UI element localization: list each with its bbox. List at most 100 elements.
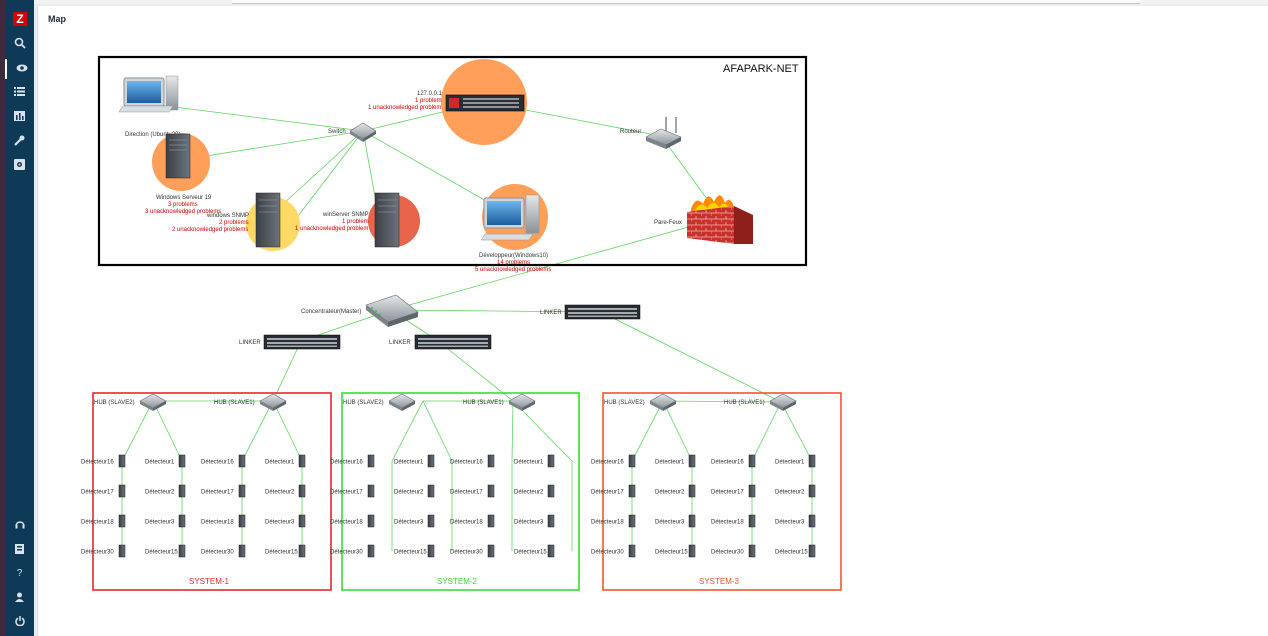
linker-host-right[interactable] — [564, 304, 641, 320]
power-icon[interactable] — [5, 612, 34, 632]
detector-node[interactable] — [628, 454, 636, 468]
detector-node[interactable] — [118, 484, 126, 498]
detector-label: Détecteur16 — [330, 460, 363, 466]
detector-node[interactable] — [688, 454, 696, 468]
detector-node[interactable] — [238, 544, 246, 558]
system-3-hub2-hub[interactable] — [649, 393, 677, 411]
detector-node[interactable] — [547, 514, 555, 528]
detector-node[interactable] — [178, 454, 186, 468]
detector-node[interactable] — [427, 544, 435, 558]
detector-node[interactable] — [298, 544, 306, 558]
detector-label: Détecteur2 — [265, 490, 295, 496]
detector-node[interactable] — [487, 514, 495, 528]
detector-node[interactable] — [427, 484, 435, 498]
detector-node[interactable] — [238, 454, 246, 468]
winserv-unack: 3 unacknowledged problems — [145, 209, 221, 215]
detector-node[interactable] — [628, 484, 636, 498]
system-2-hub2-hub[interactable] — [388, 393, 416, 411]
detector-node[interactable] — [118, 544, 126, 558]
detector-node[interactable] — [427, 454, 435, 468]
detector-label: Détecteur18 — [450, 520, 483, 526]
detector-node[interactable] — [367, 514, 375, 528]
winserver-snmp-host[interactable] — [374, 192, 400, 248]
direction-host[interactable] — [118, 75, 179, 113]
detector-node[interactable] — [487, 454, 495, 468]
detector-node[interactable] — [688, 544, 696, 558]
detector-node[interactable] — [748, 454, 756, 468]
detector-label: Détecteur30 — [330, 550, 363, 556]
routeur-host[interactable] — [645, 117, 682, 149]
detector-label: Détecteur30 — [81, 550, 114, 556]
switch-host[interactable] — [349, 122, 377, 142]
detector-node[interactable] — [487, 544, 495, 558]
detector-node[interactable] — [688, 484, 696, 498]
share-icon[interactable] — [5, 540, 34, 560]
linker-host-middle[interactable] — [414, 334, 492, 350]
detector-node[interactable] — [367, 544, 375, 558]
system-3-hub2-label: HUB (SLAVE2) — [604, 400, 645, 406]
detector-node[interactable] — [367, 454, 375, 468]
detector-node[interactable] — [808, 454, 816, 468]
top-tab-strip — [232, 0, 1140, 4]
list-icon[interactable] — [5, 83, 34, 103]
system-2-hub1-hub[interactable] — [508, 393, 536, 411]
localhost-unack: 1 unacknowledged problem — [368, 105, 441, 111]
bar-chart-icon[interactable] — [5, 107, 34, 127]
search-icon[interactable] — [5, 33, 34, 53]
detector-node[interactable] — [298, 514, 306, 528]
detector-node[interactable] — [628, 514, 636, 528]
detector-node[interactable] — [238, 514, 246, 528]
detector-node[interactable] — [487, 484, 495, 498]
detector-node[interactable] — [238, 484, 246, 498]
detector-node[interactable] — [808, 544, 816, 558]
detector-node[interactable] — [547, 484, 555, 498]
detector-node[interactable] — [748, 484, 756, 498]
top-bar — [34, 0, 1268, 4]
linker-label-left: LINKER — [239, 340, 261, 346]
linker-host-left[interactable] — [263, 334, 341, 350]
detector-node[interactable] — [178, 484, 186, 498]
detector-node[interactable] — [118, 454, 126, 468]
detector-node[interactable] — [118, 514, 126, 528]
system-1-hub2-hub[interactable] — [139, 393, 167, 411]
detector-node[interactable] — [628, 544, 636, 558]
detector-node[interactable] — [298, 454, 306, 468]
dev-host[interactable] — [480, 194, 540, 241]
detector-node[interactable] — [748, 544, 756, 558]
detector-node[interactable] — [547, 544, 555, 558]
winsnmp-unack: 2 unacknowledged problems — [172, 227, 248, 233]
help-icon[interactable]: ? — [16, 568, 23, 579]
detector-node[interactable] — [178, 544, 186, 558]
winsnmp-host[interactable] — [255, 192, 281, 248]
detector-node[interactable] — [688, 514, 696, 528]
concentrateur-host[interactable] — [365, 294, 419, 327]
zabbix-logo[interactable]: Z — [13, 12, 27, 26]
sidebar: Z ? — [0, 0, 34, 636]
linker-label-right: LINKER — [540, 310, 562, 316]
system-1-hub1-hub[interactable] — [259, 393, 287, 411]
gear-icon[interactable] — [5, 155, 34, 175]
winserv-problems: 3 problems — [168, 202, 198, 208]
winserv-host[interactable] — [165, 133, 191, 179]
detector-node[interactable] — [808, 484, 816, 498]
headset-icon[interactable] — [5, 516, 34, 536]
system-3-hub1-hub[interactable] — [769, 393, 797, 411]
routeur-label: Routeur — [620, 129, 641, 135]
detector-node[interactable] — [367, 484, 375, 498]
detector-label: Détecteur18 — [201, 520, 234, 526]
detector-node[interactable] — [808, 514, 816, 528]
wrench-icon[interactable] — [5, 131, 34, 151]
detector-label: Détecteur30 — [591, 550, 624, 556]
detector-node[interactable] — [427, 514, 435, 528]
switch-label: Switch — [328, 129, 346, 135]
detector-label: Détecteur15 — [514, 550, 547, 556]
eye-icon[interactable] — [5, 59, 36, 79]
detector-node[interactable] — [748, 514, 756, 528]
detector-node[interactable] — [178, 514, 186, 528]
winserver-snmp-problems: 1 problem — [342, 219, 369, 225]
detector-label: Détecteur2 — [145, 490, 175, 496]
parefeux-host[interactable] — [687, 195, 753, 244]
detector-node[interactable] — [298, 484, 306, 498]
user-icon[interactable] — [5, 588, 34, 608]
detector-node[interactable] — [547, 454, 555, 468]
